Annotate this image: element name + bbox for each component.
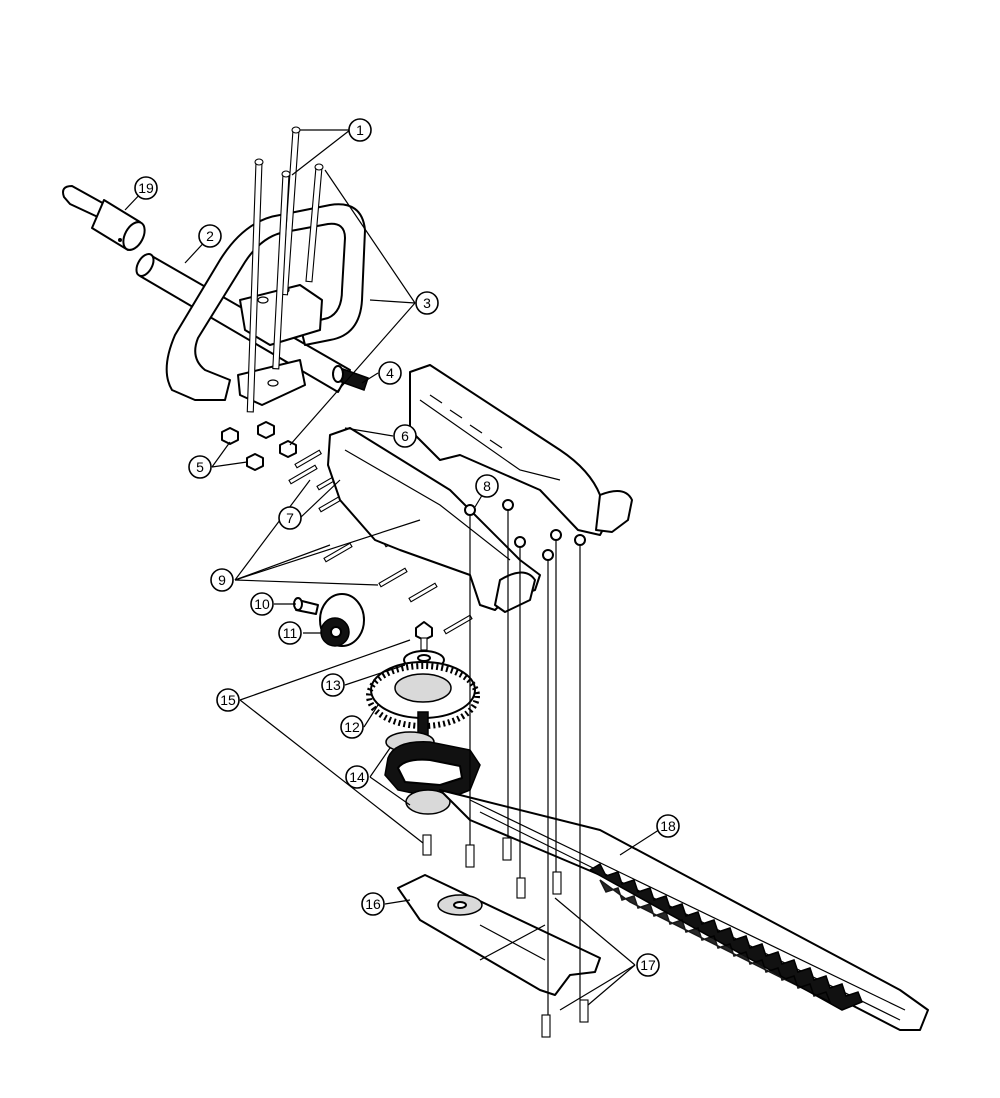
svg-text:16: 16 bbox=[365, 896, 381, 912]
callout-7: 7 bbox=[278, 506, 302, 530]
part-6-upper-housing bbox=[409, 364, 633, 536]
svg-text:4: 4 bbox=[386, 365, 394, 381]
svg-text:2: 2 bbox=[206, 228, 214, 244]
svg-text:5: 5 bbox=[196, 459, 204, 475]
svg-text:11: 11 bbox=[283, 625, 298, 641]
svg-text:9: 9 bbox=[218, 572, 226, 588]
part-18-blade bbox=[439, 789, 929, 1031]
callout-5: 5 bbox=[188, 455, 212, 479]
callout-3: 3 bbox=[415, 291, 439, 315]
part-12-bevel-gear bbox=[366, 661, 480, 737]
svg-text:18: 18 bbox=[660, 818, 676, 834]
svg-text:15: 15 bbox=[220, 692, 236, 708]
part-14-plates bbox=[384, 731, 481, 815]
part-11-pinion-gear bbox=[319, 593, 365, 647]
part-5-nuts bbox=[221, 421, 297, 471]
callout-6: 6 bbox=[393, 424, 417, 448]
callout-8: 8 bbox=[475, 474, 499, 498]
svg-text:19: 19 bbox=[138, 180, 154, 196]
callout-10: 10 bbox=[250, 592, 274, 616]
svg-text:3: 3 bbox=[423, 295, 431, 311]
callout-11: 11 bbox=[278, 621, 302, 645]
assembly-lines bbox=[469, 510, 581, 1015]
callout-1: 1 bbox=[348, 118, 372, 142]
callout-14: 14 bbox=[345, 765, 369, 789]
svg-text:17: 17 bbox=[640, 957, 656, 973]
svg-text:12: 12 bbox=[344, 719, 360, 735]
svg-text:1: 1 bbox=[356, 122, 364, 138]
callout-12: 12 bbox=[340, 715, 364, 739]
callout-17: 17 bbox=[636, 953, 660, 977]
part-17-blade-bolts bbox=[422, 834, 589, 1038]
callout-19: 19 bbox=[134, 176, 158, 200]
callout-4: 4 bbox=[378, 361, 402, 385]
part-1-bolts bbox=[246, 126, 324, 413]
svg-text:14: 14 bbox=[349, 769, 365, 785]
svg-text:13: 13 bbox=[325, 677, 341, 693]
callout-15: 15 bbox=[216, 688, 240, 712]
part-19-hanger bbox=[62, 185, 146, 251]
callout-18: 18 bbox=[656, 814, 680, 838]
part-16-bottom-cover bbox=[397, 874, 601, 996]
leader-lines bbox=[124, 129, 666, 1011]
callout-13: 13 bbox=[321, 673, 345, 697]
svg-text:10: 10 bbox=[254, 596, 270, 612]
part-10-bearing bbox=[293, 597, 319, 615]
callout-2: 2 bbox=[198, 224, 222, 248]
callout-9: 9 bbox=[210, 568, 234, 592]
callout-16: 16 bbox=[361, 892, 385, 916]
svg-text:6: 6 bbox=[401, 428, 409, 444]
svg-text:8: 8 bbox=[483, 478, 491, 494]
svg-text:7: 7 bbox=[286, 510, 294, 526]
part-4-drive-shaft bbox=[332, 365, 369, 391]
